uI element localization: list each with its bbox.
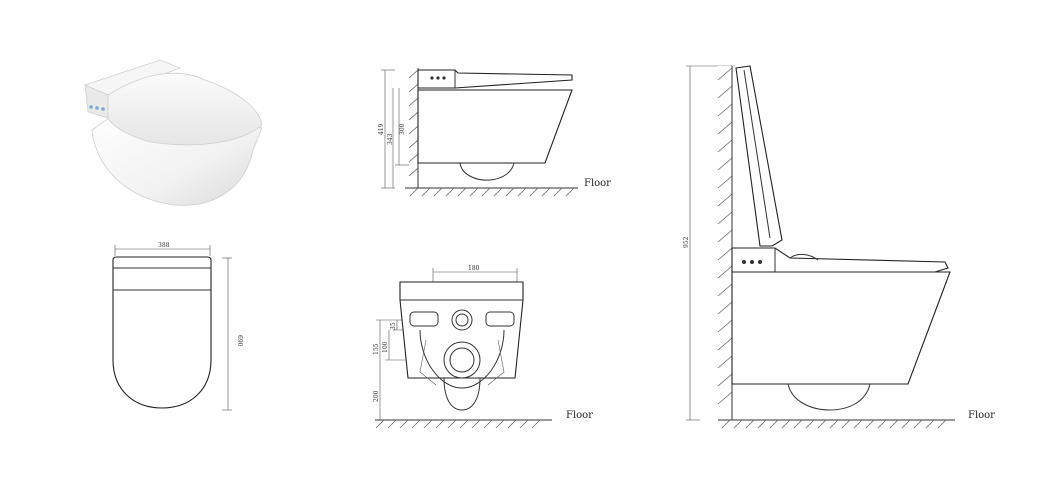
floor-label: Floor xyxy=(584,178,611,189)
dim-side-inner: 343 xyxy=(387,133,394,145)
top-view: 388 690 xyxy=(112,242,243,411)
front-view: 180 155 100 35 200 Floor xyxy=(373,265,593,429)
dim-front-small-b: 100 xyxy=(382,341,389,353)
side-view: 419 343 300 Floor xyxy=(378,68,611,197)
button-dot-icon xyxy=(101,107,105,111)
product-render xyxy=(84,59,263,206)
dim-top-length: 690 xyxy=(236,335,243,347)
dim-side-lower: 300 xyxy=(399,123,406,135)
dim-front-low: 200 xyxy=(373,390,380,402)
dim-top-width: 388 xyxy=(158,242,170,249)
dim-front-small-a: 35 xyxy=(390,322,397,330)
dim-lid-height: 952 xyxy=(683,236,690,248)
button-dot-icon xyxy=(95,106,99,110)
floor-label: Floor xyxy=(968,410,995,421)
dim-side-overall: 419 xyxy=(378,123,385,135)
dim-front-width: 180 xyxy=(468,265,480,272)
dim-front-mid: 155 xyxy=(373,343,380,355)
floor-label: Floor xyxy=(566,410,593,421)
large-side-view: 952 Floor xyxy=(683,65,995,429)
button-dot-icon xyxy=(89,105,93,109)
